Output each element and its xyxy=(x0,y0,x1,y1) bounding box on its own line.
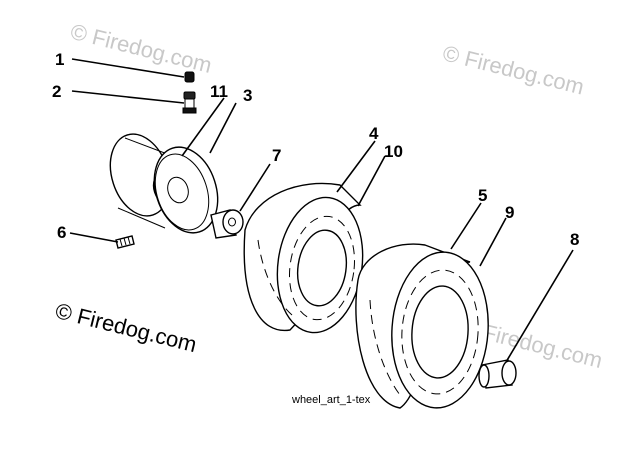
hub-cap-part xyxy=(478,359,517,389)
watermark-main: © Firedog.com xyxy=(53,298,199,357)
callout-6: 6 xyxy=(57,223,66,242)
bolt-part xyxy=(115,235,135,249)
callout-4: 4 xyxy=(369,124,379,143)
valve-stem-part xyxy=(182,91,197,114)
callout-3: 3 xyxy=(243,86,252,105)
leader-lines xyxy=(69,58,574,363)
watermark-faint-right: © Firedog.com xyxy=(440,40,586,99)
callout-8: 8 xyxy=(570,230,579,249)
callout-9: 9 xyxy=(505,203,514,222)
callout-11: 11 xyxy=(210,82,228,101)
callout-2: 2 xyxy=(52,82,61,101)
watermark-faint-top: © Firedog.com xyxy=(68,19,214,78)
svg-text:© Firedog.com: © Firedog.com xyxy=(53,298,199,357)
bead-ring-part xyxy=(153,146,219,234)
callout-10: 10 xyxy=(384,142,403,161)
callout-5: 5 xyxy=(478,186,487,205)
callout-1: 1 xyxy=(55,50,64,69)
front-tire-part xyxy=(243,182,364,334)
rear-tire-part xyxy=(355,243,489,409)
callout-7: 7 xyxy=(272,146,281,165)
spacer-bushing-part xyxy=(210,209,244,239)
svg-text:© Firedog.com: © Firedog.com xyxy=(440,40,586,99)
svg-text:© Firedog.com: © Firedog.com xyxy=(68,19,214,78)
valve-cap-part xyxy=(184,71,195,83)
diagram-caption: wheel_art_1-tex xyxy=(291,394,371,406)
